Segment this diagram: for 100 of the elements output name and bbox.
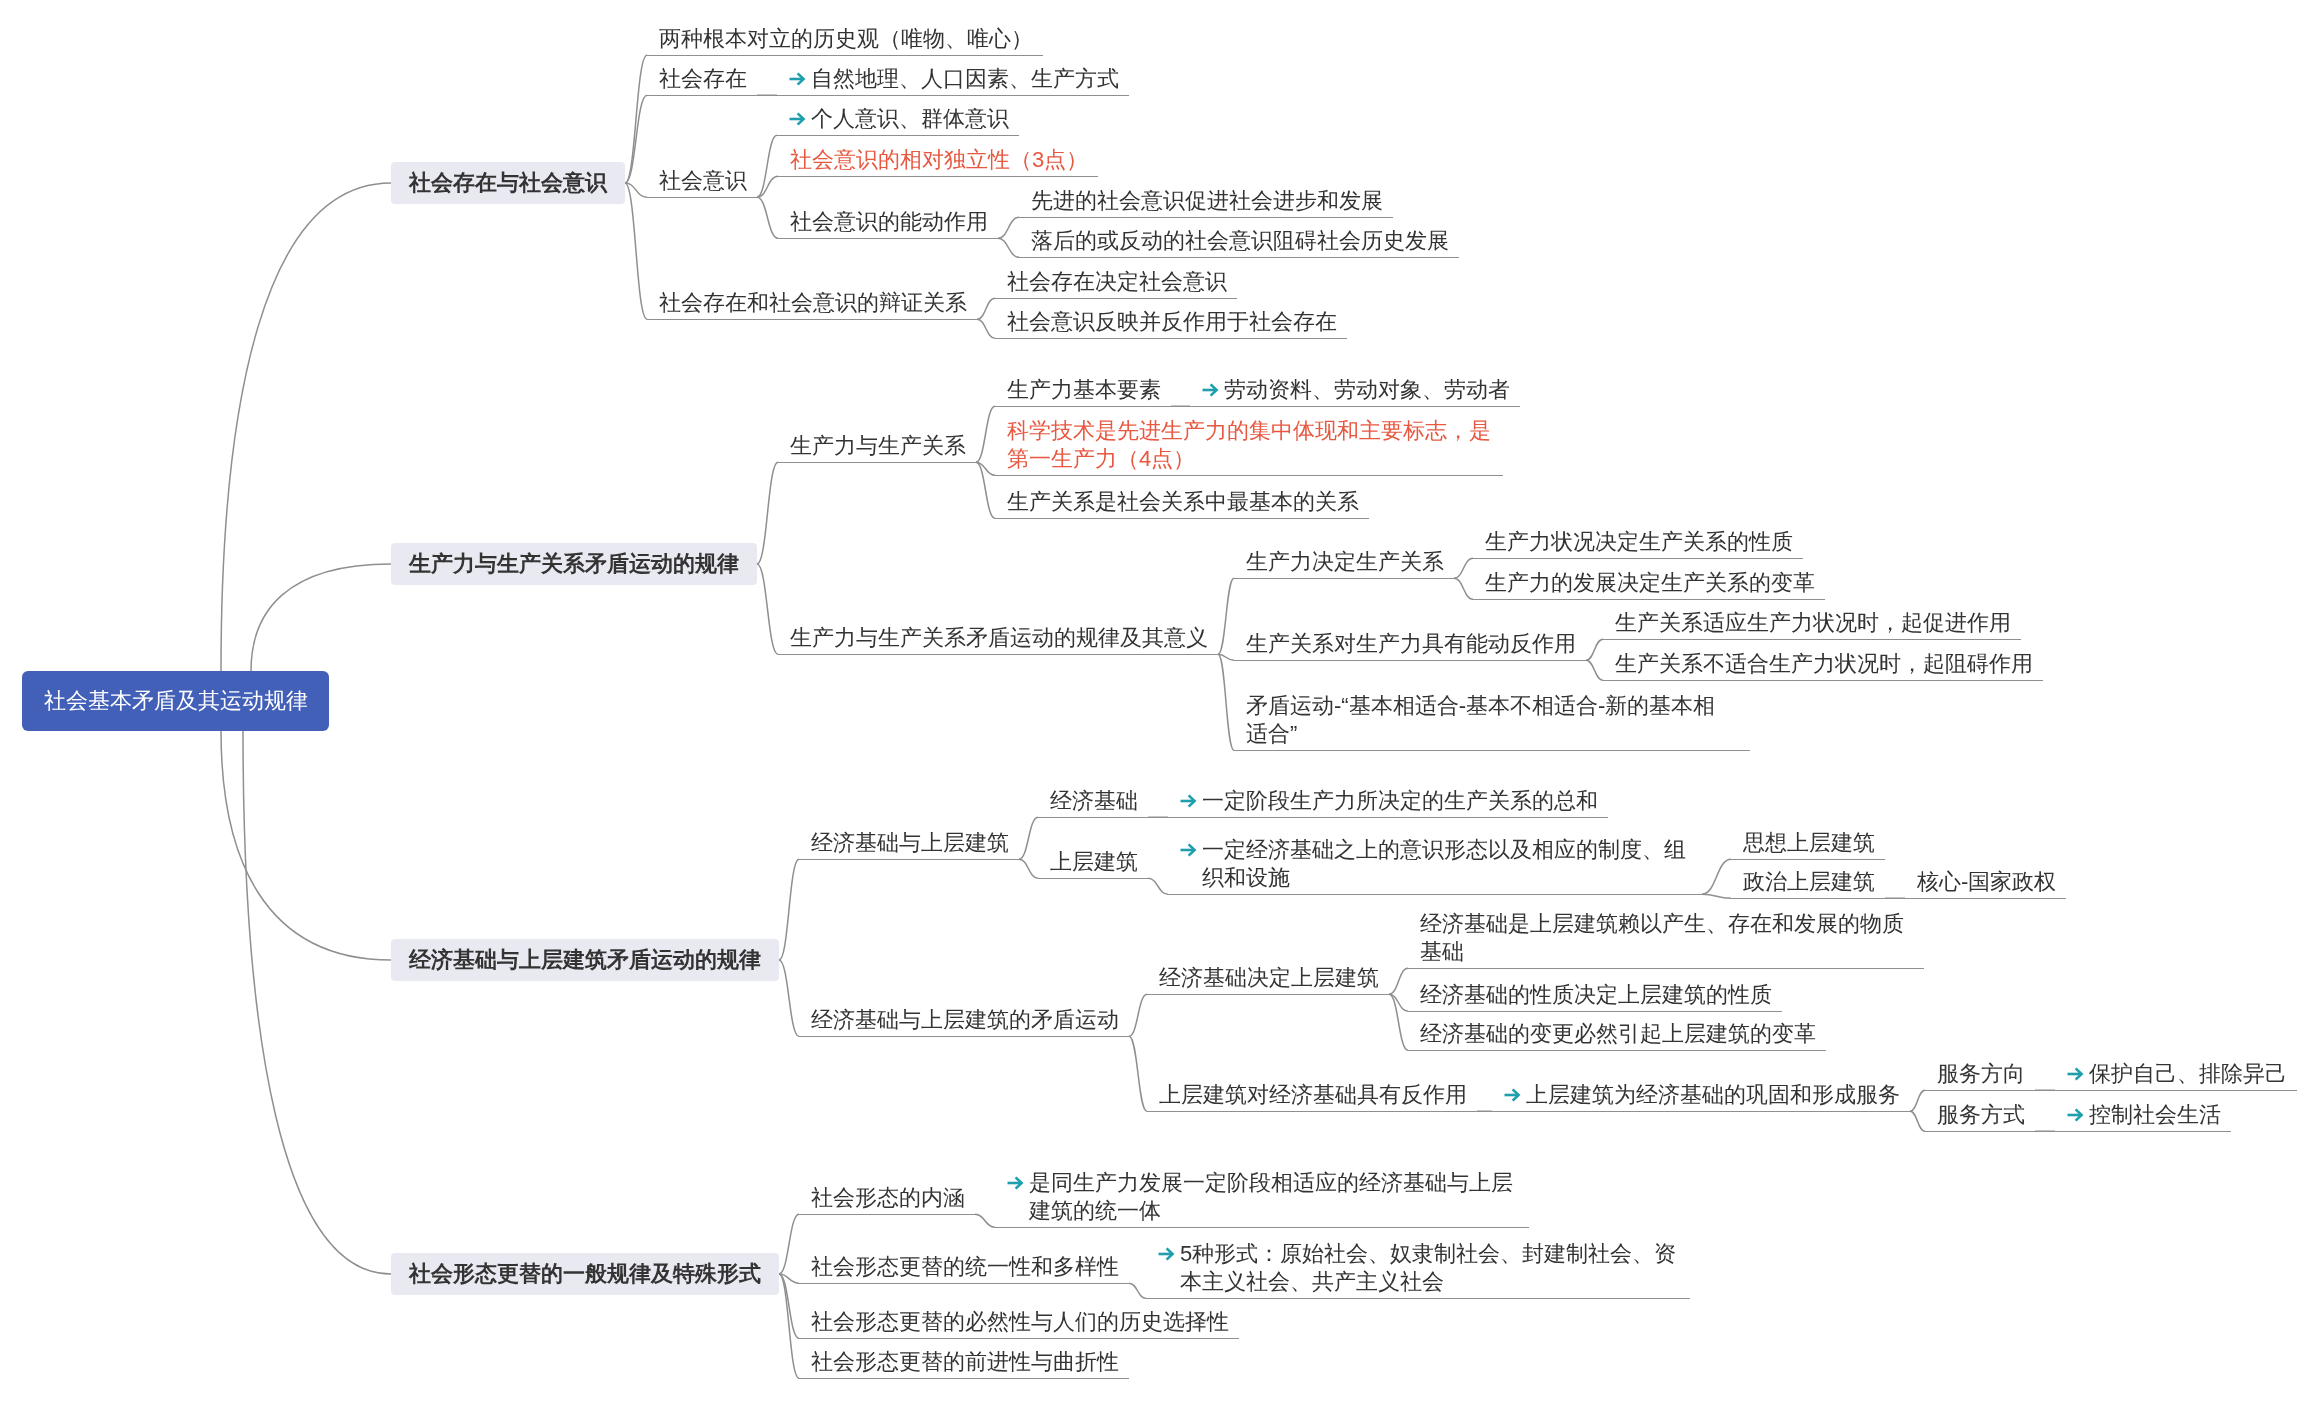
- subtopic: 社会存在决定社会意识: [995, 266, 1237, 299]
- subtopic-text: 个人意识、群体意识: [811, 105, 1009, 133]
- subtopic: 矛盾运动-“基本相适合-基本不相适合-新的基本相适合”: [1234, 690, 1750, 751]
- subtopic: 落后的或反动的社会意识阻碍社会历史发展: [1019, 225, 1459, 258]
- subtopic: 生产力与生产关系矛盾运动的规律及其意义: [778, 622, 1218, 655]
- subtopic: 社会意识: [647, 165, 757, 198]
- subtopic: 上层建筑对经济基础具有反作用: [1147, 1079, 1477, 1112]
- main-topic: 经济基础与上层建筑矛盾运动的规律: [391, 939, 779, 981]
- subtopic: 思想上层建筑: [1731, 827, 1885, 860]
- subtopic: 社会形态更替的前进性与曲折性: [799, 1346, 1129, 1379]
- subtopic: 服务方向: [1925, 1058, 2035, 1091]
- subtopic-text: 一定阶段生产力所决定的生产关系的总和: [1202, 787, 1598, 815]
- subtopic: 社会意识反映并反作用于社会存在: [995, 306, 1347, 339]
- connector-line: [1128, 993, 1148, 1037]
- connector-line: [756, 134, 778, 198]
- connector-line: [1701, 893, 1732, 899]
- connector-line: [975, 461, 996, 519]
- subtopic: 生产关系适应生产力状况时，起促进作用: [1603, 607, 2021, 640]
- subtopic: 社会形态的内涵: [799, 1182, 975, 1215]
- subtopic: 科学技术是先进生产力的集中体现和主要标志，是第一生产力（4点）: [995, 415, 1503, 476]
- subtopic: 社会形态更替的必然性与人们的历史选择性: [799, 1306, 1239, 1339]
- connector-line: [624, 94, 648, 184]
- connector-line: [1585, 659, 1604, 681]
- connector-line: [975, 461, 996, 476]
- main-topic: 社会形态更替的一般规律及特殊形式: [391, 1253, 779, 1295]
- connector-line: [242, 730, 392, 1275]
- subtopic: 社会意识的能动作用: [778, 206, 998, 239]
- connector-line: [624, 182, 648, 198]
- connector-line: [220, 730, 392, 961]
- connector-line: [976, 318, 996, 339]
- subtopic: 生产关系对生产力具有能动反作用: [1234, 628, 1586, 661]
- connector-line: [1909, 1110, 1926, 1132]
- connector-line: [624, 182, 648, 320]
- connector-line: [756, 461, 779, 565]
- subtopic: 经济基础是上层建筑赖以产生、存在和发展的物质基础: [1408, 908, 1924, 969]
- connector-line: [1217, 653, 1235, 751]
- subtopic: 经济基础的性质决定上层建筑的性质: [1408, 979, 1782, 1012]
- connector-line: [997, 216, 1020, 239]
- subtopic-text: 是同生产力发展一定阶段相适应的经济基础与上层建筑的统一体: [1029, 1169, 1514, 1225]
- connector-line: [2034, 1130, 2056, 1132]
- connector-line: [976, 297, 996, 320]
- connector-line: [756, 94, 778, 96]
- subtopic-text: 劳动资料、劳动对象、劳动者: [1224, 376, 1510, 404]
- subtopic: 生产力决定生产关系: [1234, 546, 1454, 579]
- subtopic: 社会意识的相对独立性（3点）: [778, 144, 1099, 177]
- connector-line: [1147, 816, 1169, 818]
- subtopic: 两种根本对立的历史观（唯物、唯心）: [647, 23, 1043, 56]
- connector-line: [1128, 1035, 1148, 1112]
- connector-line: [1909, 1089, 1926, 1112]
- subtopic: 先进的社会意识促进社会进步和发展: [1019, 185, 1393, 218]
- connector-line: [1018, 858, 1039, 879]
- connector-line: [778, 1273, 800, 1379]
- subtopic: 上层建筑: [1038, 846, 1148, 879]
- connector-line: [756, 196, 779, 239]
- connector-line: [1453, 577, 1474, 600]
- subtopic-text: 控制社会生活: [2089, 1101, 2221, 1129]
- subtopic: 社会形态更替的统一性和多样性: [799, 1251, 1129, 1284]
- connector-line: [1388, 993, 1409, 1012]
- connector-line: [1884, 897, 1906, 899]
- subtopic: 经济基础与上层建筑的矛盾运动: [799, 1004, 1129, 1037]
- connector-line: [1170, 405, 1191, 407]
- subtopic: 核心-国家政权: [1905, 866, 2067, 899]
- subtopic: 经济基础与上层建筑: [799, 827, 1019, 860]
- subtopic: 社会存在: [647, 63, 757, 96]
- connector-line: [778, 858, 800, 961]
- central-topic: 社会基本矛盾及其运动规律: [22, 671, 329, 731]
- main-topic: 生产力与生产关系矛盾运动的规律: [391, 543, 757, 585]
- connector-line: [778, 1273, 800, 1284]
- connector-line: [1585, 638, 1604, 661]
- subtopic: 服务方式: [1925, 1099, 2035, 1132]
- connector-line: [1018, 816, 1039, 860]
- connector-line: [1147, 877, 1169, 895]
- connector-line: [2034, 1089, 2056, 1091]
- connector-line: [975, 405, 996, 463]
- connector-line: [1476, 1110, 1493, 1112]
- subtopic: 生产力状况决定生产关系的性质: [1473, 526, 1803, 559]
- connector-line: [1701, 858, 1732, 895]
- subtopic: 生产力的发展决定生产关系的变革: [1473, 567, 1825, 600]
- connector-line: [1217, 653, 1235, 661]
- connector-line: [1388, 993, 1409, 1051]
- main-topic: 社会存在与社会意识: [391, 162, 625, 204]
- subtopic: 生产力与生产关系: [778, 430, 976, 463]
- subtopic: 经济基础的变更必然引起上层建筑的变革: [1408, 1018, 1826, 1051]
- subtopic-text: 上层建筑为经济基础的巩固和形成服务: [1526, 1081, 1900, 1109]
- subtopic: 经济基础决定上层建筑: [1147, 962, 1389, 995]
- connector-line: [250, 563, 392, 672]
- subtopic: 生产力基本要素: [995, 374, 1171, 407]
- connector-line: [974, 1213, 996, 1228]
- subtopic-text: 一定经济基础之上的意识形态以及相应的制度、组织和设施: [1202, 836, 1687, 892]
- connector-line: [778, 1213, 800, 1275]
- subtopic: 社会存在和社会意识的辩证关系: [647, 287, 977, 320]
- subtopic: 生产关系不适合生产力状况时，起阻碍作用: [1603, 648, 2043, 681]
- subtopic-text: 5种形式：原始社会、奴隶制社会、封建制社会、资本主义社会、共产主义社会: [1180, 1240, 1678, 1296]
- subtopic: 生产关系是社会关系中最基本的关系: [995, 486, 1369, 519]
- connector-line: [220, 182, 392, 672]
- connector-line: [778, 959, 800, 1037]
- connector-line: [1128, 1282, 1147, 1299]
- subtopic-text: 自然地理、人口因素、生产方式: [811, 65, 1119, 93]
- connector-line: [756, 563, 779, 655]
- subtopic: 政治上层建筑: [1731, 866, 1885, 899]
